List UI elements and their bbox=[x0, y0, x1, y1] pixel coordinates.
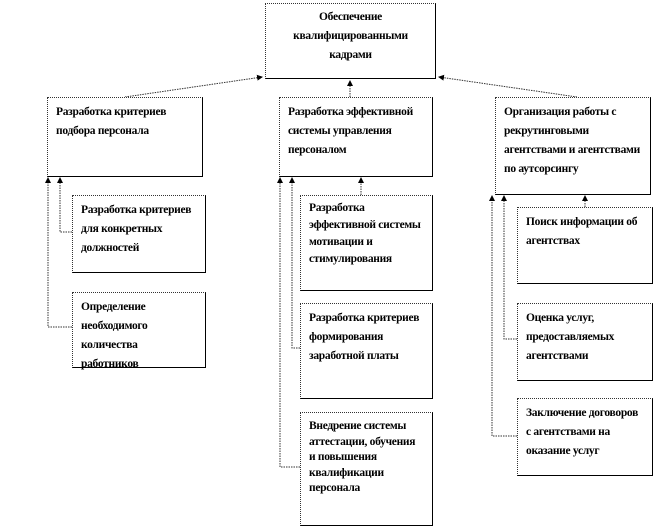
branch-box-management-system: Разработка эффективной системы управлени… bbox=[279, 97, 433, 177]
branch-label: Организация работы с рекрутинговыми аген… bbox=[504, 106, 640, 175]
child-label: Определение необходимого количества рабо… bbox=[81, 301, 148, 370]
child-box: Оценка услуг, предоставляемых агентствам… bbox=[517, 303, 653, 381]
child-label: Разработка критериев формирования зарабо… bbox=[309, 312, 420, 362]
connector-b3c3 bbox=[489, 195, 517, 437]
connector-b2c3 bbox=[277, 177, 300, 468]
connector-b2c2 bbox=[289, 177, 300, 349]
child-label: Разработка эффективной системы мотивации… bbox=[309, 202, 421, 265]
branch-label: Разработка критериев подбора персонала bbox=[56, 106, 167, 137]
branch-box-selection-criteria: Разработка критериев подбора персонала bbox=[47, 97, 203, 177]
child-label: Поиск информации об агентствах bbox=[526, 216, 638, 247]
child-box: Разработка критериев формирования зарабо… bbox=[300, 303, 433, 399]
root-box: Обеспечение квалифицированными кадрами bbox=[265, 3, 436, 79]
connector-b1c2 bbox=[45, 177, 72, 328]
child-box: Определение необходимого количества рабо… bbox=[72, 292, 206, 370]
branch-label: Разработка эффективной системы управлени… bbox=[288, 106, 413, 156]
child-label: Разработка критериев для конкретных долж… bbox=[81, 204, 192, 254]
child-box: Заключение договоров с агентствами на ок… bbox=[517, 398, 653, 476]
child-box: Разработка критериев для конкретных долж… bbox=[72, 195, 206, 273]
branch-box-agencies: Организация работы с рекрутинговыми аген… bbox=[495, 97, 651, 195]
root-label: Обеспечение квалифицированными кадрами bbox=[293, 11, 408, 61]
connector-branch3-root bbox=[438, 74, 578, 98]
connector-b3c2 bbox=[501, 195, 517, 340]
child-box: Внедрение системы аттестации, обучения и… bbox=[300, 412, 433, 526]
child-label: Внедрение системы аттестации, обучения и… bbox=[309, 420, 416, 494]
child-box: Поиск информации об агентствах bbox=[517, 207, 653, 284]
connector-branch1-root bbox=[124, 74, 263, 98]
child-box: Разработка эффективной системы мотивации… bbox=[300, 195, 433, 291]
child-label: Оценка услуг, предоставляемых агентствам… bbox=[526, 312, 615, 362]
connector-b1c1 bbox=[57, 177, 72, 233]
child-label: Заключение договоров с агентствами на ок… bbox=[526, 407, 638, 457]
